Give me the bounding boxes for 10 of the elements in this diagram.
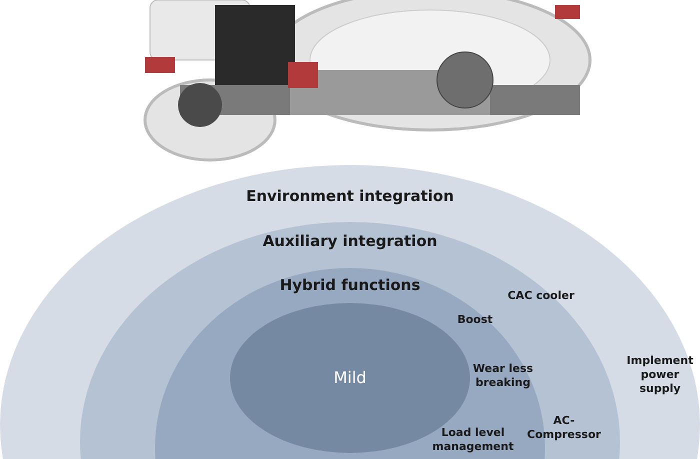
function-label: Implement power supply (626, 354, 694, 396)
function-label: Load level management (431, 426, 515, 454)
function-label: Wear less breaking (472, 362, 534, 390)
ring-title: Hybrid functions (278, 276, 422, 294)
function-label: CAC cooler (506, 289, 576, 303)
ring-title: Mild (332, 368, 368, 387)
ring-title: Auxiliary integration (262, 232, 438, 250)
ring-title: Environment integration (245, 187, 455, 205)
function-label: AC-Compressor (526, 414, 602, 442)
function-label: Boost (456, 313, 494, 327)
